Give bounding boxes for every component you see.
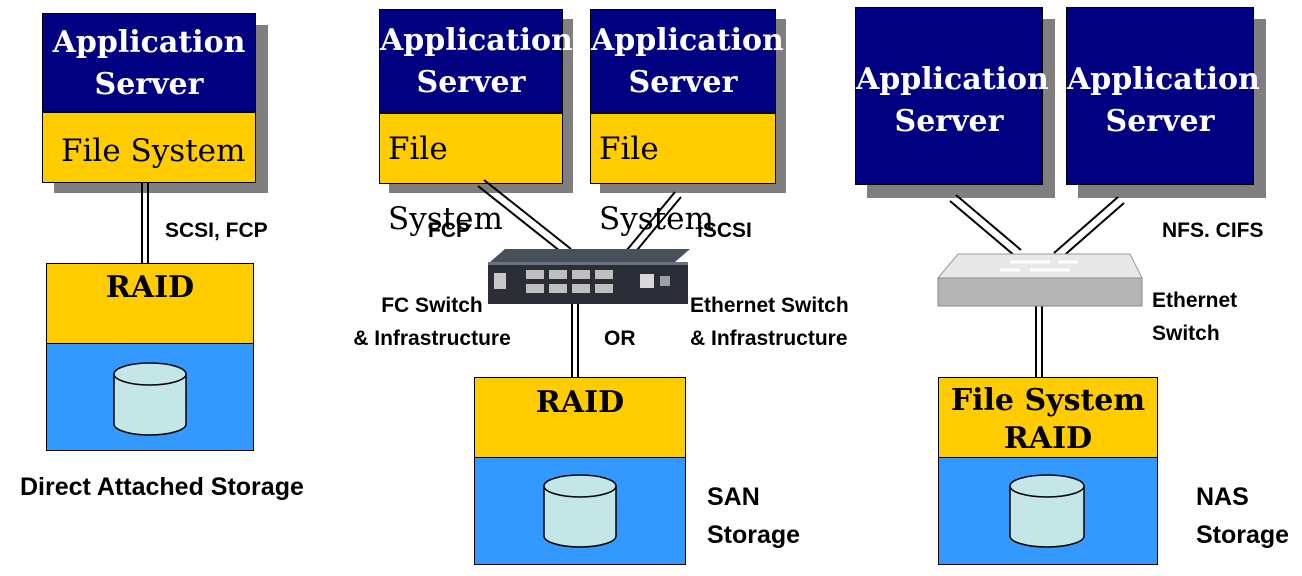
nas-application-server-1: Application Server — [855, 7, 1049, 185]
das-server-label-line2: Server — [94, 67, 204, 102]
san-caption-line1: SAN — [707, 483, 760, 511]
das-application-server: Application Server — [42, 13, 256, 112]
nas-server2-label-line2: Server — [1105, 104, 1215, 139]
nas-raid-label-line2: RAID — [1003, 421, 1093, 456]
nas-file-system-raid: File System RAID — [938, 377, 1158, 458]
san-storage-array — [474, 457, 686, 565]
san-caption: SAN Storage — [707, 478, 800, 554]
nas-link-right — [1053, 196, 1125, 260]
san-server2-label-line2: Server — [628, 65, 738, 100]
das-link — [141, 183, 149, 263]
nas-switch-line2: Switch — [1152, 322, 1220, 345]
san-link-left-label: FCP — [428, 219, 470, 242]
das-raid-label: RAID — [105, 270, 195, 305]
das-caption: Direct Attached Storage — [20, 473, 304, 501]
san-or-label: OR — [604, 327, 636, 350]
san-eth-switch-line1: Ethernet Switch — [690, 294, 849, 317]
das-server-label-line1: Application — [52, 25, 246, 60]
san-file-system-2: File System — [590, 113, 776, 237]
das-storage-array — [46, 343, 254, 451]
san-ethernet-switch-label: Ethernet Switch & Infrastructure — [690, 289, 849, 355]
san-raid-label: RAID — [535, 385, 625, 420]
san-link-right-label: iSCSI — [697, 219, 752, 242]
san-link-down — [571, 300, 579, 378]
nas-raid-label-line1: File System — [950, 383, 1146, 418]
san-fc-switch-line2: & Infrastructure — [353, 327, 511, 350]
das-raid: RAID — [46, 263, 254, 344]
das-file-system: File System — [42, 112, 256, 183]
nas-switch-line1: Ethernet — [1152, 289, 1238, 312]
nas-caption-line2: Storage — [1196, 521, 1290, 549]
fc-switch-device — [488, 249, 690, 304]
san-application-server-1: Application Server — [379, 9, 573, 113]
nas-storage-array — [938, 457, 1158, 565]
san-raid: RAID — [474, 377, 686, 458]
nas-caption-line1: NAS — [1196, 483, 1249, 511]
nas-application-server-2: Application Server — [1066, 7, 1260, 185]
das-link-label: SCSI, FCP — [165, 219, 268, 242]
nas-server1-label-line1: Application — [856, 62, 1049, 97]
san-server2-label-line1: Application — [591, 23, 784, 58]
san-eth-switch-line2: & Infrastructure — [690, 327, 848, 350]
nas-server1-label-line2: Server — [894, 104, 1004, 139]
nas-link-label: NFS. CIFS — [1162, 219, 1264, 242]
san-server1-label-line2: Server — [416, 65, 526, 100]
ethernet-switch-device — [936, 253, 1143, 307]
nas-link-down — [1035, 306, 1043, 378]
nas-switch-label: Ethernet Switch — [1152, 284, 1237, 350]
san-fc-switch-line1: FC Switch — [381, 294, 483, 317]
san-fc-switch-label: FC Switch & Infrastructure — [346, 289, 518, 355]
das-file-system-label: File System — [61, 133, 246, 169]
nas-link-left — [949, 194, 1022, 257]
san-file-system-1: File System — [379, 113, 563, 237]
san-server1-label-line1: Application — [380, 23, 573, 58]
nas-server2-label-line1: Application — [1067, 62, 1260, 97]
san-application-server-2: Application Server — [590, 9, 784, 113]
nas-caption: NAS Storage — [1196, 478, 1289, 554]
san-caption-line2: Storage — [707, 521, 801, 549]
